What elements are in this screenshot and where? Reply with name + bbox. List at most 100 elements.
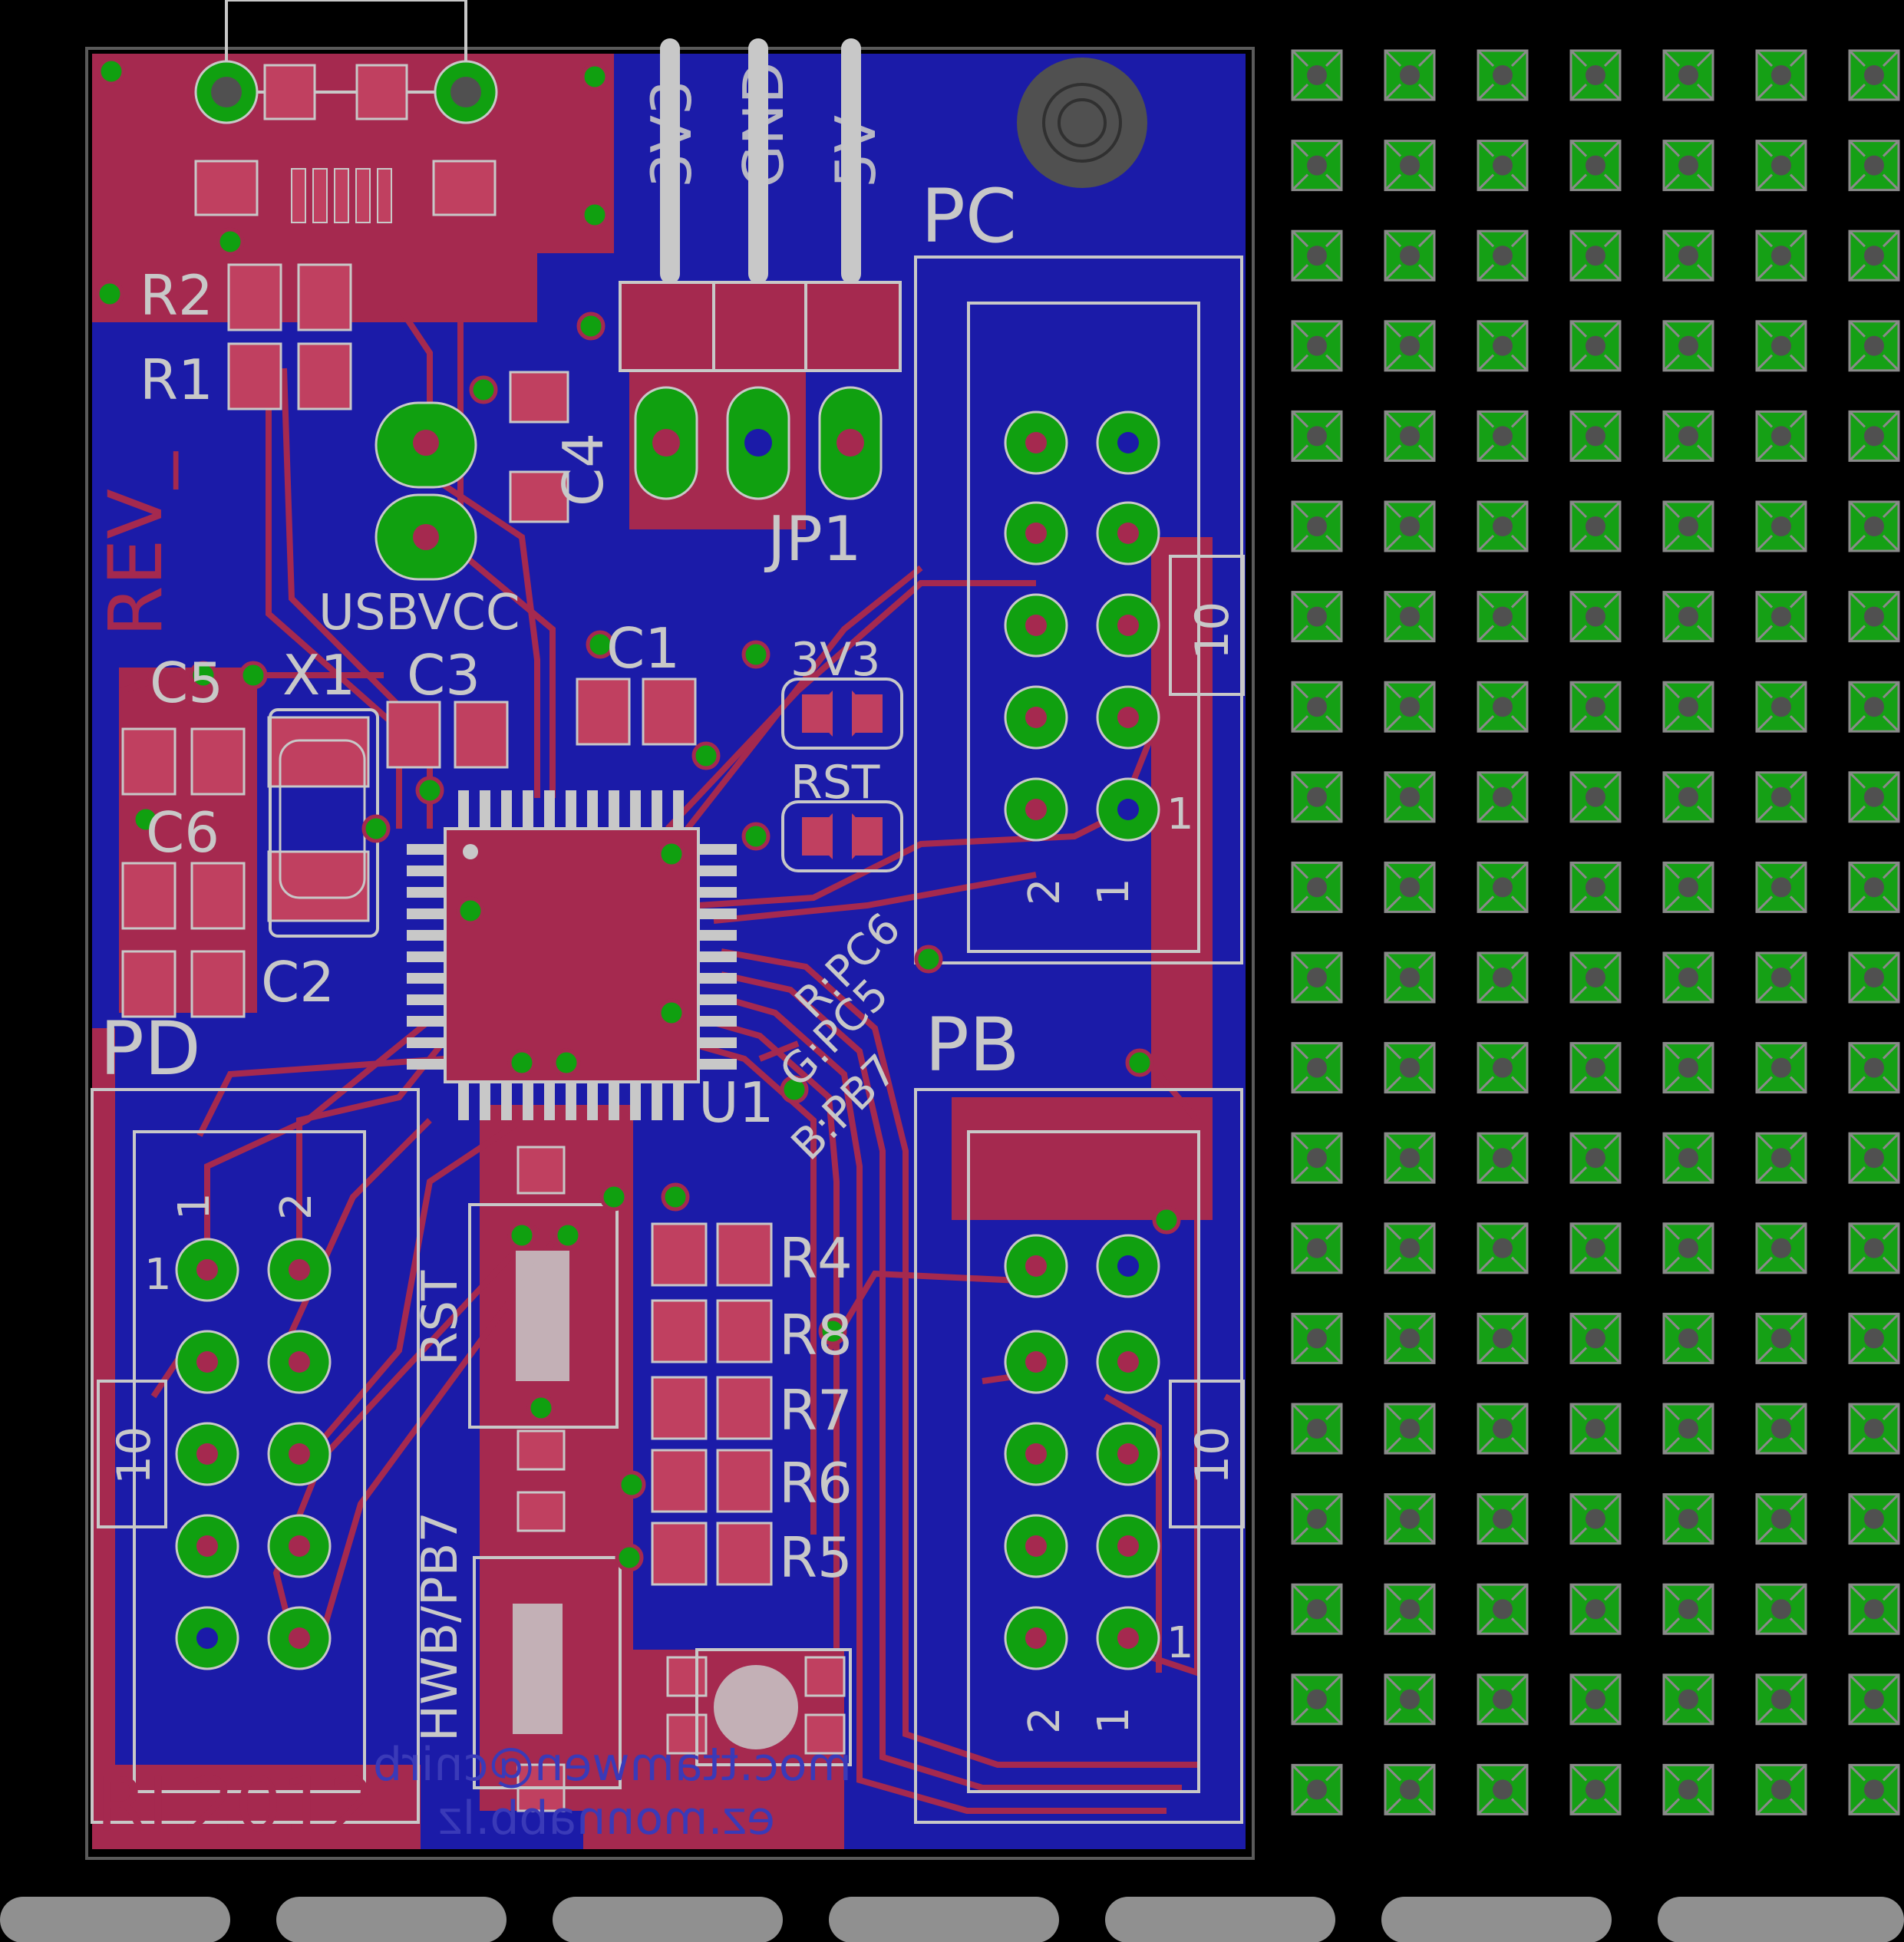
proto-pad-hole [1307,1419,1327,1439]
proto-pad-hole [1586,697,1605,717]
proto-pad-hole [1586,155,1605,176]
proto-pad-hole [1586,1057,1605,1078]
proto-pad-hole [1307,335,1327,356]
proto-pad-marks [1569,140,1622,191]
proto-pad-hole [1864,786,1884,807]
proto-pad-marks [1569,230,1622,282]
proto-pad-hole [1771,335,1791,356]
proto-pad-hole [1678,877,1698,898]
signature-line-1: moc.ttamwen@cnirb [373,1738,852,1792]
proto-pad-marks [1384,320,1436,371]
rst-button-silk [513,1251,798,1749]
proto-pad-hole [1400,1057,1420,1078]
proto-pad-marks [1291,1584,1343,1635]
proto-pad-marks [1755,230,1807,282]
proto-pad-marks [1755,1042,1807,1093]
proto-pad-marks [1848,1042,1900,1093]
proto-pad-marks [1291,49,1343,101]
proto-pad-marks [1384,49,1436,101]
proto-pad-hole [1678,1508,1698,1529]
proto-pad-hole [1307,1057,1327,1078]
proto-pad-hole [1678,1599,1698,1620]
proto-pad-marks [1477,410,1529,462]
pb-pin1-marker: 1 [1089,1706,1139,1734]
proto-pad-hole [1493,877,1513,898]
proto-pad-hole [1400,1148,1420,1169]
proto-pad-marks [1477,951,1529,1004]
jumper-rst-label: RST [790,756,880,809]
proto-pad-hole [1771,968,1791,987]
proto-pad-marks [1477,681,1529,733]
proto-pad-marks [1477,1222,1529,1274]
proto-pad-marks [1477,1673,1529,1725]
usbvcc-label: USBVCC [318,585,520,641]
proto-pad-marks [1662,1673,1714,1725]
proto-pad-hole [1400,246,1420,266]
proto-pad-hole [1400,606,1420,627]
proto-pad-hole [1307,1238,1327,1258]
proto-pad-marks [1569,500,1622,552]
proto-pad-marks [1755,1673,1807,1725]
copyright-label: RL2012 [96,1762,376,1848]
proto-pad-marks [1477,1584,1529,1635]
proto-pad-marks [1384,1403,1436,1455]
r4-label: R4 [779,1226,853,1291]
proto-pad-marks [1291,1764,1343,1815]
proto-pad-hole [1400,155,1420,176]
proto-pad-marks [1291,1493,1343,1545]
proto-pad-marks [1384,1133,1436,1184]
proto-pad-marks [1755,1133,1807,1184]
proto-pad-marks [1477,1042,1529,1093]
proto-pad-marks [1662,591,1714,642]
proto-pad-marks [1755,862,1807,913]
proto-pad-hole [1771,1148,1791,1169]
proto-pad-hole [1771,1689,1791,1710]
proto-pad-hole [1307,1148,1327,1169]
port-pd-label: PD [100,1006,201,1092]
proto-pad-hole [1771,697,1791,717]
proto-pad-marks [1848,1403,1900,1455]
proto-pad-hole [1678,1328,1698,1349]
proto-pad-hole [1864,1057,1884,1078]
proto-pad-marks [1569,1673,1622,1725]
rev-label: REV_ [93,451,179,637]
proto-pad-hole [1493,246,1513,266]
proto-pad-marks [1569,1313,1622,1364]
proto-pad-hole [1493,1508,1513,1529]
proto-pad-marks [1755,951,1807,1004]
proto-pad-hole [1493,65,1513,85]
proto-pad-hole [1586,1238,1605,1258]
proto-pad-marks [1569,410,1622,462]
proto-pad-marks [1477,1313,1529,1364]
proto-pad-hole [1678,606,1698,627]
proto-pad-hole [1307,65,1327,85]
proto-pad-hole [1493,1238,1513,1258]
proto-pad-marks [1569,1403,1622,1455]
proto-pad-hole [1864,1238,1884,1258]
proto-pad-hole [1400,426,1420,447]
proto-pad-marks [1662,410,1714,462]
proto-pad-marks [1569,49,1622,101]
proto-pad-hole [1493,786,1513,807]
proto-pad-marks [1569,951,1622,1004]
proto-pad-marks [1569,320,1622,371]
proto-pad-marks [1569,681,1622,733]
proto-pad-hole [1864,1508,1884,1529]
proto-pad-marks [1569,1764,1622,1815]
proto-pad-marks [1384,230,1436,282]
solder-jumper-pads [802,691,883,859]
proto-pad-hole [1771,1419,1791,1439]
proto-pad-marks [1662,500,1714,552]
pc-pin2-marker: 2 [1020,878,1070,905]
proto-pad-hole [1493,606,1513,627]
proto-pad-marks [1755,771,1807,823]
connector-frames [91,256,1245,1824]
pd-pin1-label: 1 [144,1250,172,1300]
proto-pad-marks [1662,1493,1714,1545]
proto-pad-marks [1662,140,1714,191]
proto-pad-marks [1662,951,1714,1004]
proto-pad-marks [1477,1493,1529,1545]
bottom-edge-fingers [0,1897,1904,1942]
proto-pad-marks [1662,1584,1714,1635]
proto-pad-hole [1864,968,1884,987]
